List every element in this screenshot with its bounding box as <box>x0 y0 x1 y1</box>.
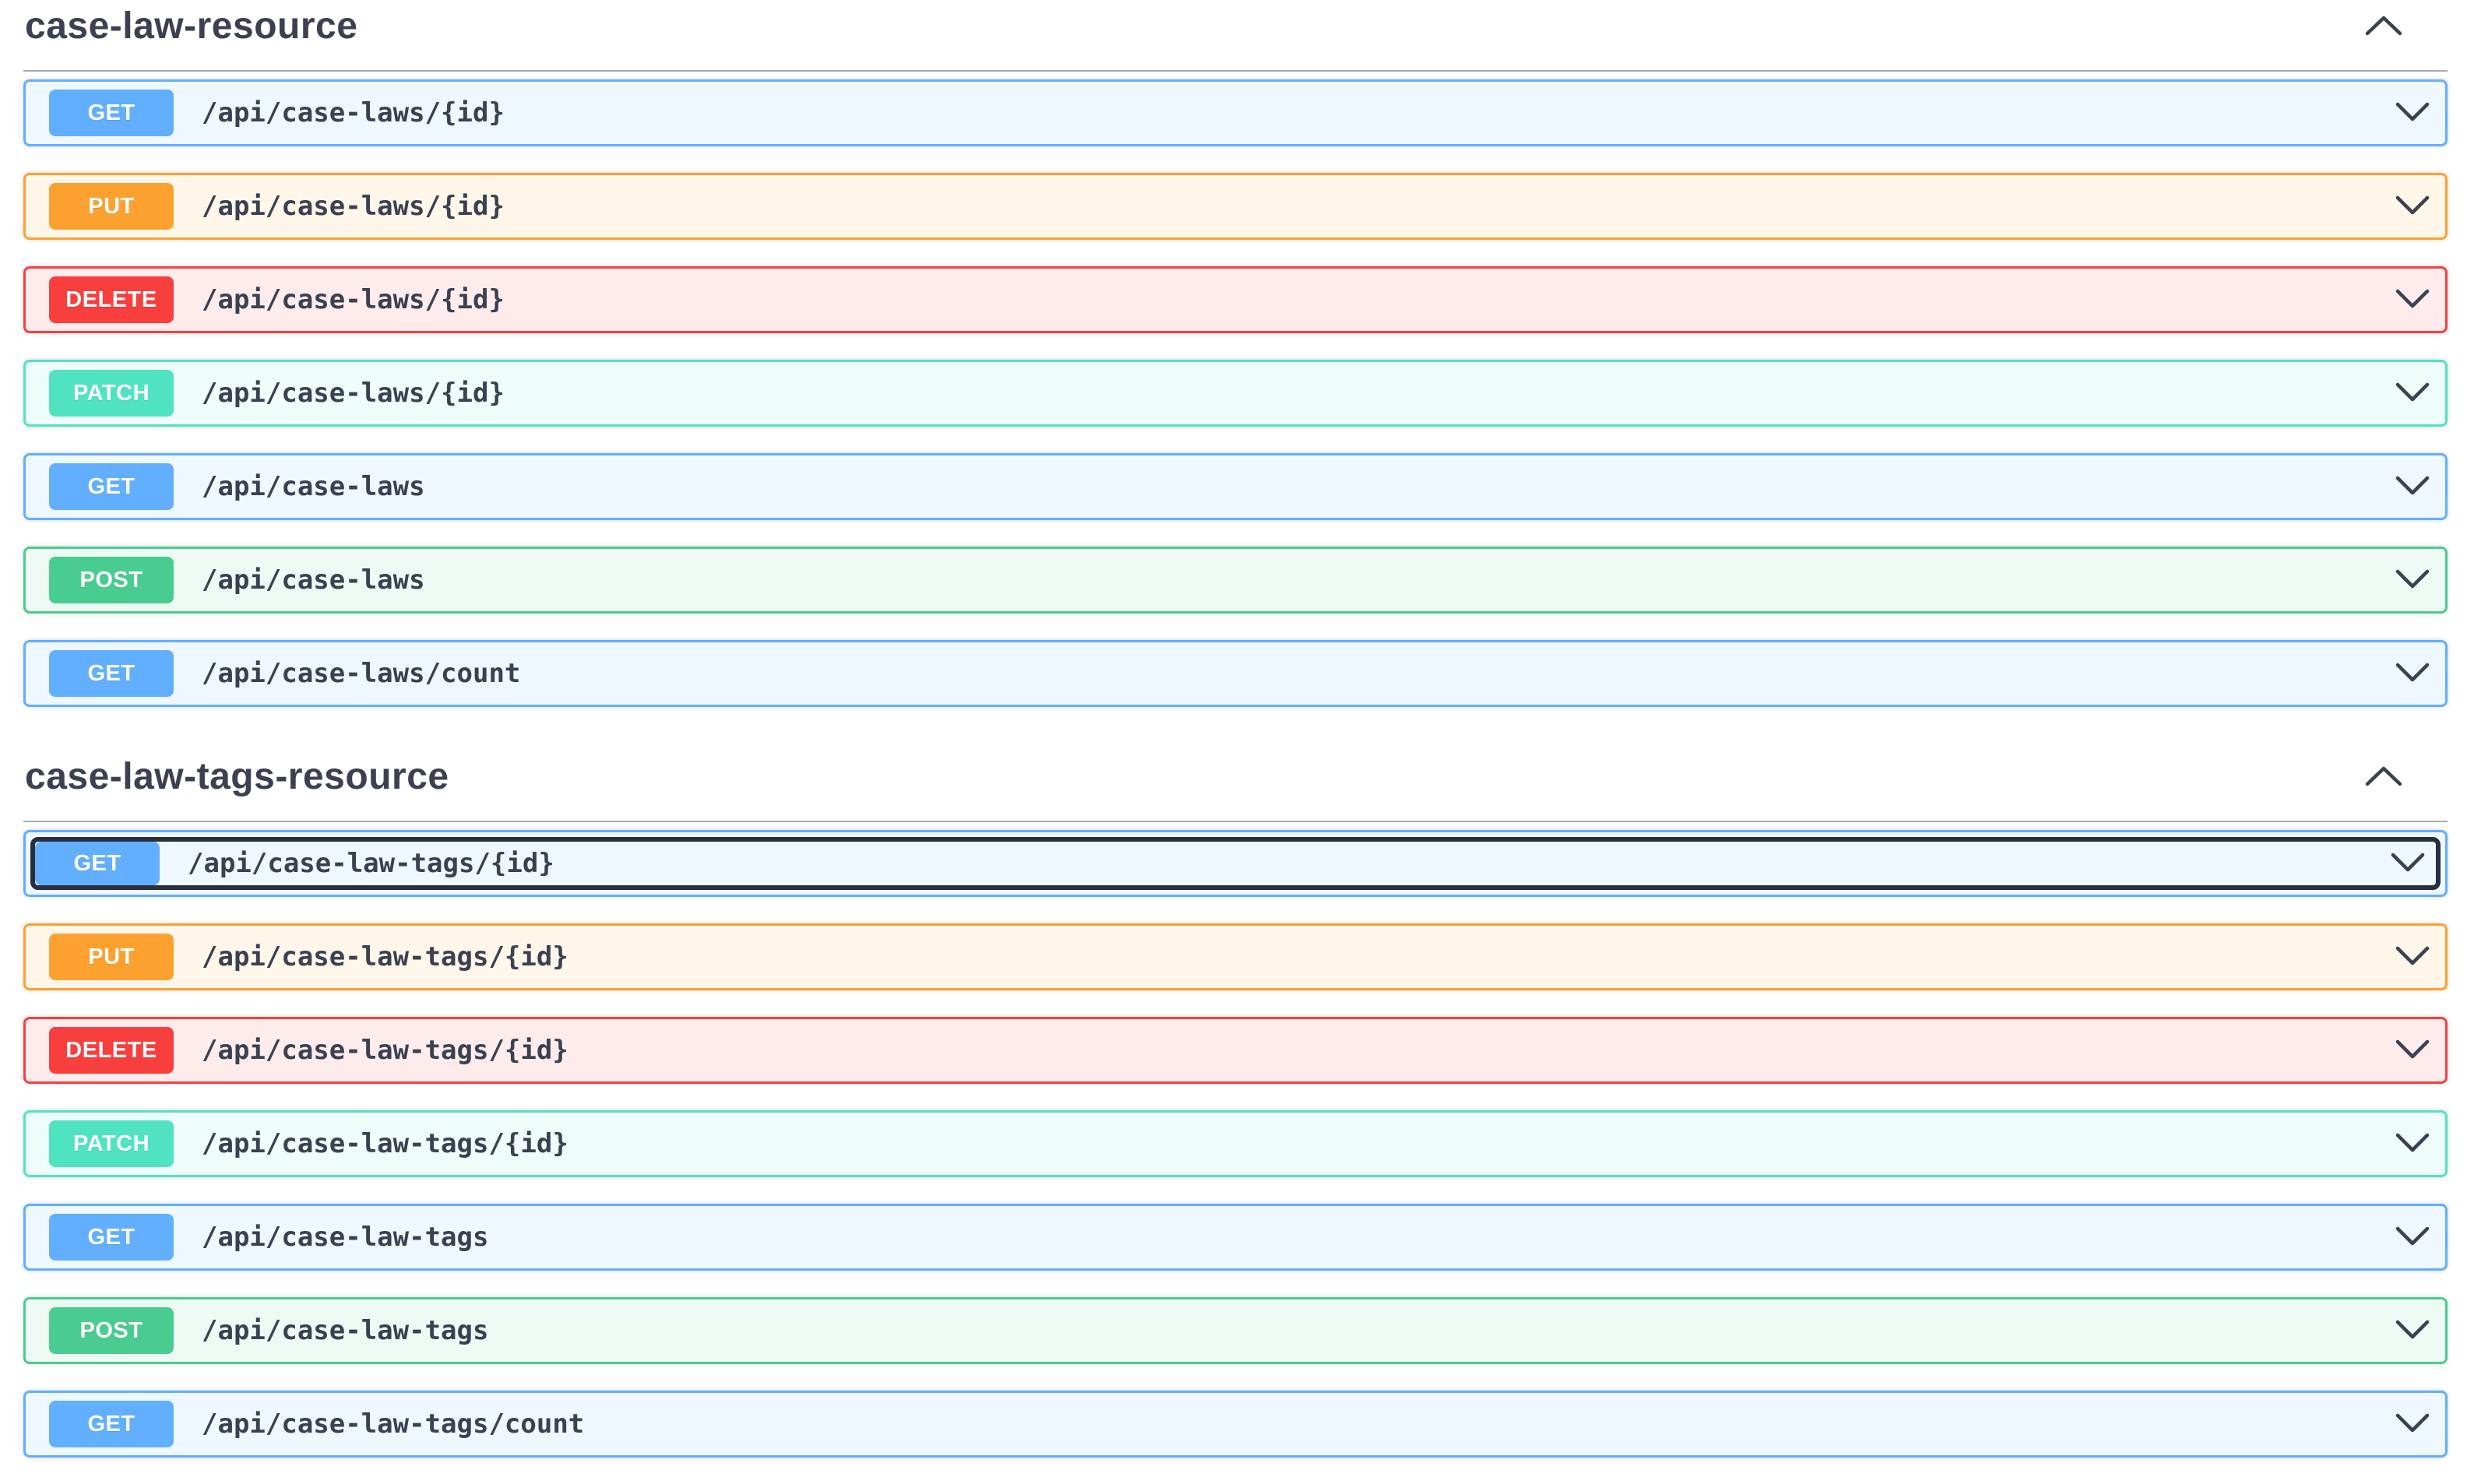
method-badge: DELETE <box>49 276 174 323</box>
section-header[interactable]: case-law-resource <box>23 0 2448 72</box>
endpoint-path: /api/case-law-tags/{id} <box>202 1128 568 1159</box>
method-badge: PUT <box>49 934 174 980</box>
endpoint-row: PUT /api/case-law-tags/{id} <box>23 923 2448 990</box>
chevron-down-icon <box>2391 853 2425 875</box>
method-badge: GET <box>49 90 174 136</box>
expand-button[interactable] <box>2395 1039 2430 1062</box>
endpoint-summary[interactable]: DELETE /api/case-laws/{id} <box>26 269 2445 331</box>
endpoint-list: GET /api/case-laws/{id} PUT /api/case-la… <box>23 72 2448 707</box>
endpoint-path: /api/case-law-tags/count <box>202 1408 585 1440</box>
section-title: case-law-resource <box>25 5 358 47</box>
expand-button[interactable] <box>2395 102 2430 125</box>
endpoint-path: /api/case-law-tags <box>202 1315 489 1346</box>
chevron-up-icon <box>2365 15 2402 39</box>
chevron-down-icon <box>2395 1226 2430 1249</box>
method-badge: GET <box>49 1214 174 1261</box>
tag-section: case-law-resource GET /api/case-laws/{id… <box>23 0 2448 707</box>
expand-button[interactable] <box>2395 1226 2430 1249</box>
endpoint-row: POST /api/case-laws <box>23 547 2448 614</box>
method-badge: PUT <box>49 183 174 230</box>
api-sections: case-law-resource GET /api/case-laws/{id… <box>23 0 2448 1458</box>
chevron-down-icon <box>2395 1320 2430 1342</box>
chevron-down-icon <box>2395 1133 2430 1155</box>
endpoint-row: GET /api/case-laws/count <box>23 640 2448 707</box>
tag-section: case-law-tags-resource GET /api/case-law… <box>23 751 2448 1458</box>
chevron-down-icon <box>2395 476 2430 498</box>
method-badge: PATCH <box>49 1120 174 1167</box>
endpoint-row: PATCH /api/case-laws/{id} <box>23 360 2448 427</box>
expand-button[interactable] <box>2391 853 2425 875</box>
method-badge: GET <box>49 650 174 697</box>
endpoint-summary[interactable]: GET /api/case-laws/count <box>26 642 2445 705</box>
expand-button[interactable] <box>2395 569 2430 592</box>
endpoint-row: PUT /api/case-laws/{id} <box>23 173 2448 240</box>
endpoint-row: DELETE /api/case-law-tags/{id} <box>23 1017 2448 1084</box>
endpoint-path: /api/case-laws/{id} <box>202 191 505 222</box>
endpoint-path: /api/case-laws/{id} <box>202 97 505 128</box>
endpoint-path: /api/case-laws/{id} <box>202 284 505 315</box>
endpoint-path: /api/case-law-tags/{id} <box>202 941 568 972</box>
endpoint-summary[interactable]: GET /api/case-laws/{id} <box>26 82 2445 144</box>
endpoint-summary[interactable]: PUT /api/case-law-tags/{id} <box>26 926 2445 988</box>
chevron-down-icon <box>2395 1413 2430 1436</box>
chevron-down-icon <box>2395 195 2430 218</box>
section-collapse-button[interactable] <box>2365 765 2402 789</box>
endpoint-path: /api/case-laws/{id} <box>202 378 505 409</box>
chevron-down-icon <box>2395 289 2430 311</box>
section-collapse-button[interactable] <box>2365 15 2402 39</box>
chevron-down-icon <box>2395 1039 2430 1062</box>
endpoint-path: /api/case-laws/count <box>202 658 521 689</box>
endpoint-summary[interactable]: GET /api/case-laws <box>26 455 2445 518</box>
method-badge: POST <box>49 1307 174 1354</box>
endpoint-summary[interactable]: DELETE /api/case-law-tags/{id} <box>26 1019 2445 1081</box>
chevron-down-icon <box>2395 382 2430 405</box>
endpoint-path: /api/case-laws <box>202 471 425 502</box>
method-badge: GET <box>49 1401 174 1447</box>
method-badge: DELETE <box>49 1027 174 1074</box>
method-badge: GET <box>35 842 160 885</box>
endpoint-path: /api/case-law-tags/{id} <box>202 1035 568 1066</box>
endpoint-path: /api/case-law-tags <box>202 1222 489 1253</box>
endpoint-summary[interactable]: GET /api/case-law-tags/count <box>26 1393 2445 1455</box>
expand-button[interactable] <box>2395 195 2430 218</box>
endpoint-row: PATCH /api/case-law-tags/{id} <box>23 1110 2448 1177</box>
chevron-down-icon <box>2395 946 2430 969</box>
endpoint-summary[interactable]: GET /api/case-law-tags/{id} <box>30 837 2441 890</box>
expand-button[interactable] <box>2395 382 2430 405</box>
endpoint-row: POST /api/case-law-tags <box>23 1297 2448 1364</box>
chevron-down-icon <box>2395 102 2430 125</box>
endpoint-path: /api/case-laws <box>202 564 425 596</box>
endpoint-path: /api/case-law-tags/{id} <box>188 848 554 879</box>
chevron-down-icon <box>2395 569 2430 592</box>
endpoint-summary[interactable]: PATCH /api/case-law-tags/{id} <box>26 1113 2445 1175</box>
expand-button[interactable] <box>2395 1413 2430 1436</box>
chevron-up-icon <box>2365 765 2402 789</box>
endpoint-summary[interactable]: GET /api/case-law-tags <box>26 1206 2445 1268</box>
endpoint-row: DELETE /api/case-laws/{id} <box>23 266 2448 333</box>
method-badge: PATCH <box>49 370 174 417</box>
method-badge: GET <box>49 463 174 510</box>
section-header[interactable]: case-law-tags-resource <box>23 751 2448 822</box>
method-badge: POST <box>49 557 174 603</box>
expand-button[interactable] <box>2395 1320 2430 1342</box>
chevron-down-icon <box>2395 663 2430 685</box>
endpoint-row: GET /api/case-law-tags/{id} <box>23 830 2448 897</box>
expand-button[interactable] <box>2395 289 2430 311</box>
endpoint-summary[interactable]: PUT /api/case-laws/{id} <box>26 175 2445 237</box>
endpoint-row: GET /api/case-laws/{id} <box>23 79 2448 146</box>
endpoint-row: GET /api/case-laws <box>23 453 2448 520</box>
endpoint-summary[interactable]: POST /api/case-laws <box>26 549 2445 611</box>
expand-button[interactable] <box>2395 476 2430 498</box>
endpoint-row: GET /api/case-law-tags/count <box>23 1391 2448 1458</box>
section-title: case-law-tags-resource <box>25 756 449 797</box>
endpoint-summary[interactable]: PATCH /api/case-laws/{id} <box>26 362 2445 424</box>
expand-button[interactable] <box>2395 946 2430 969</box>
expand-button[interactable] <box>2395 663 2430 685</box>
endpoint-row: GET /api/case-law-tags <box>23 1204 2448 1271</box>
expand-button[interactable] <box>2395 1133 2430 1155</box>
endpoint-list: GET /api/case-law-tags/{id} PUT /api/cas… <box>23 822 2448 1458</box>
endpoint-summary[interactable]: POST /api/case-law-tags <box>26 1299 2445 1362</box>
